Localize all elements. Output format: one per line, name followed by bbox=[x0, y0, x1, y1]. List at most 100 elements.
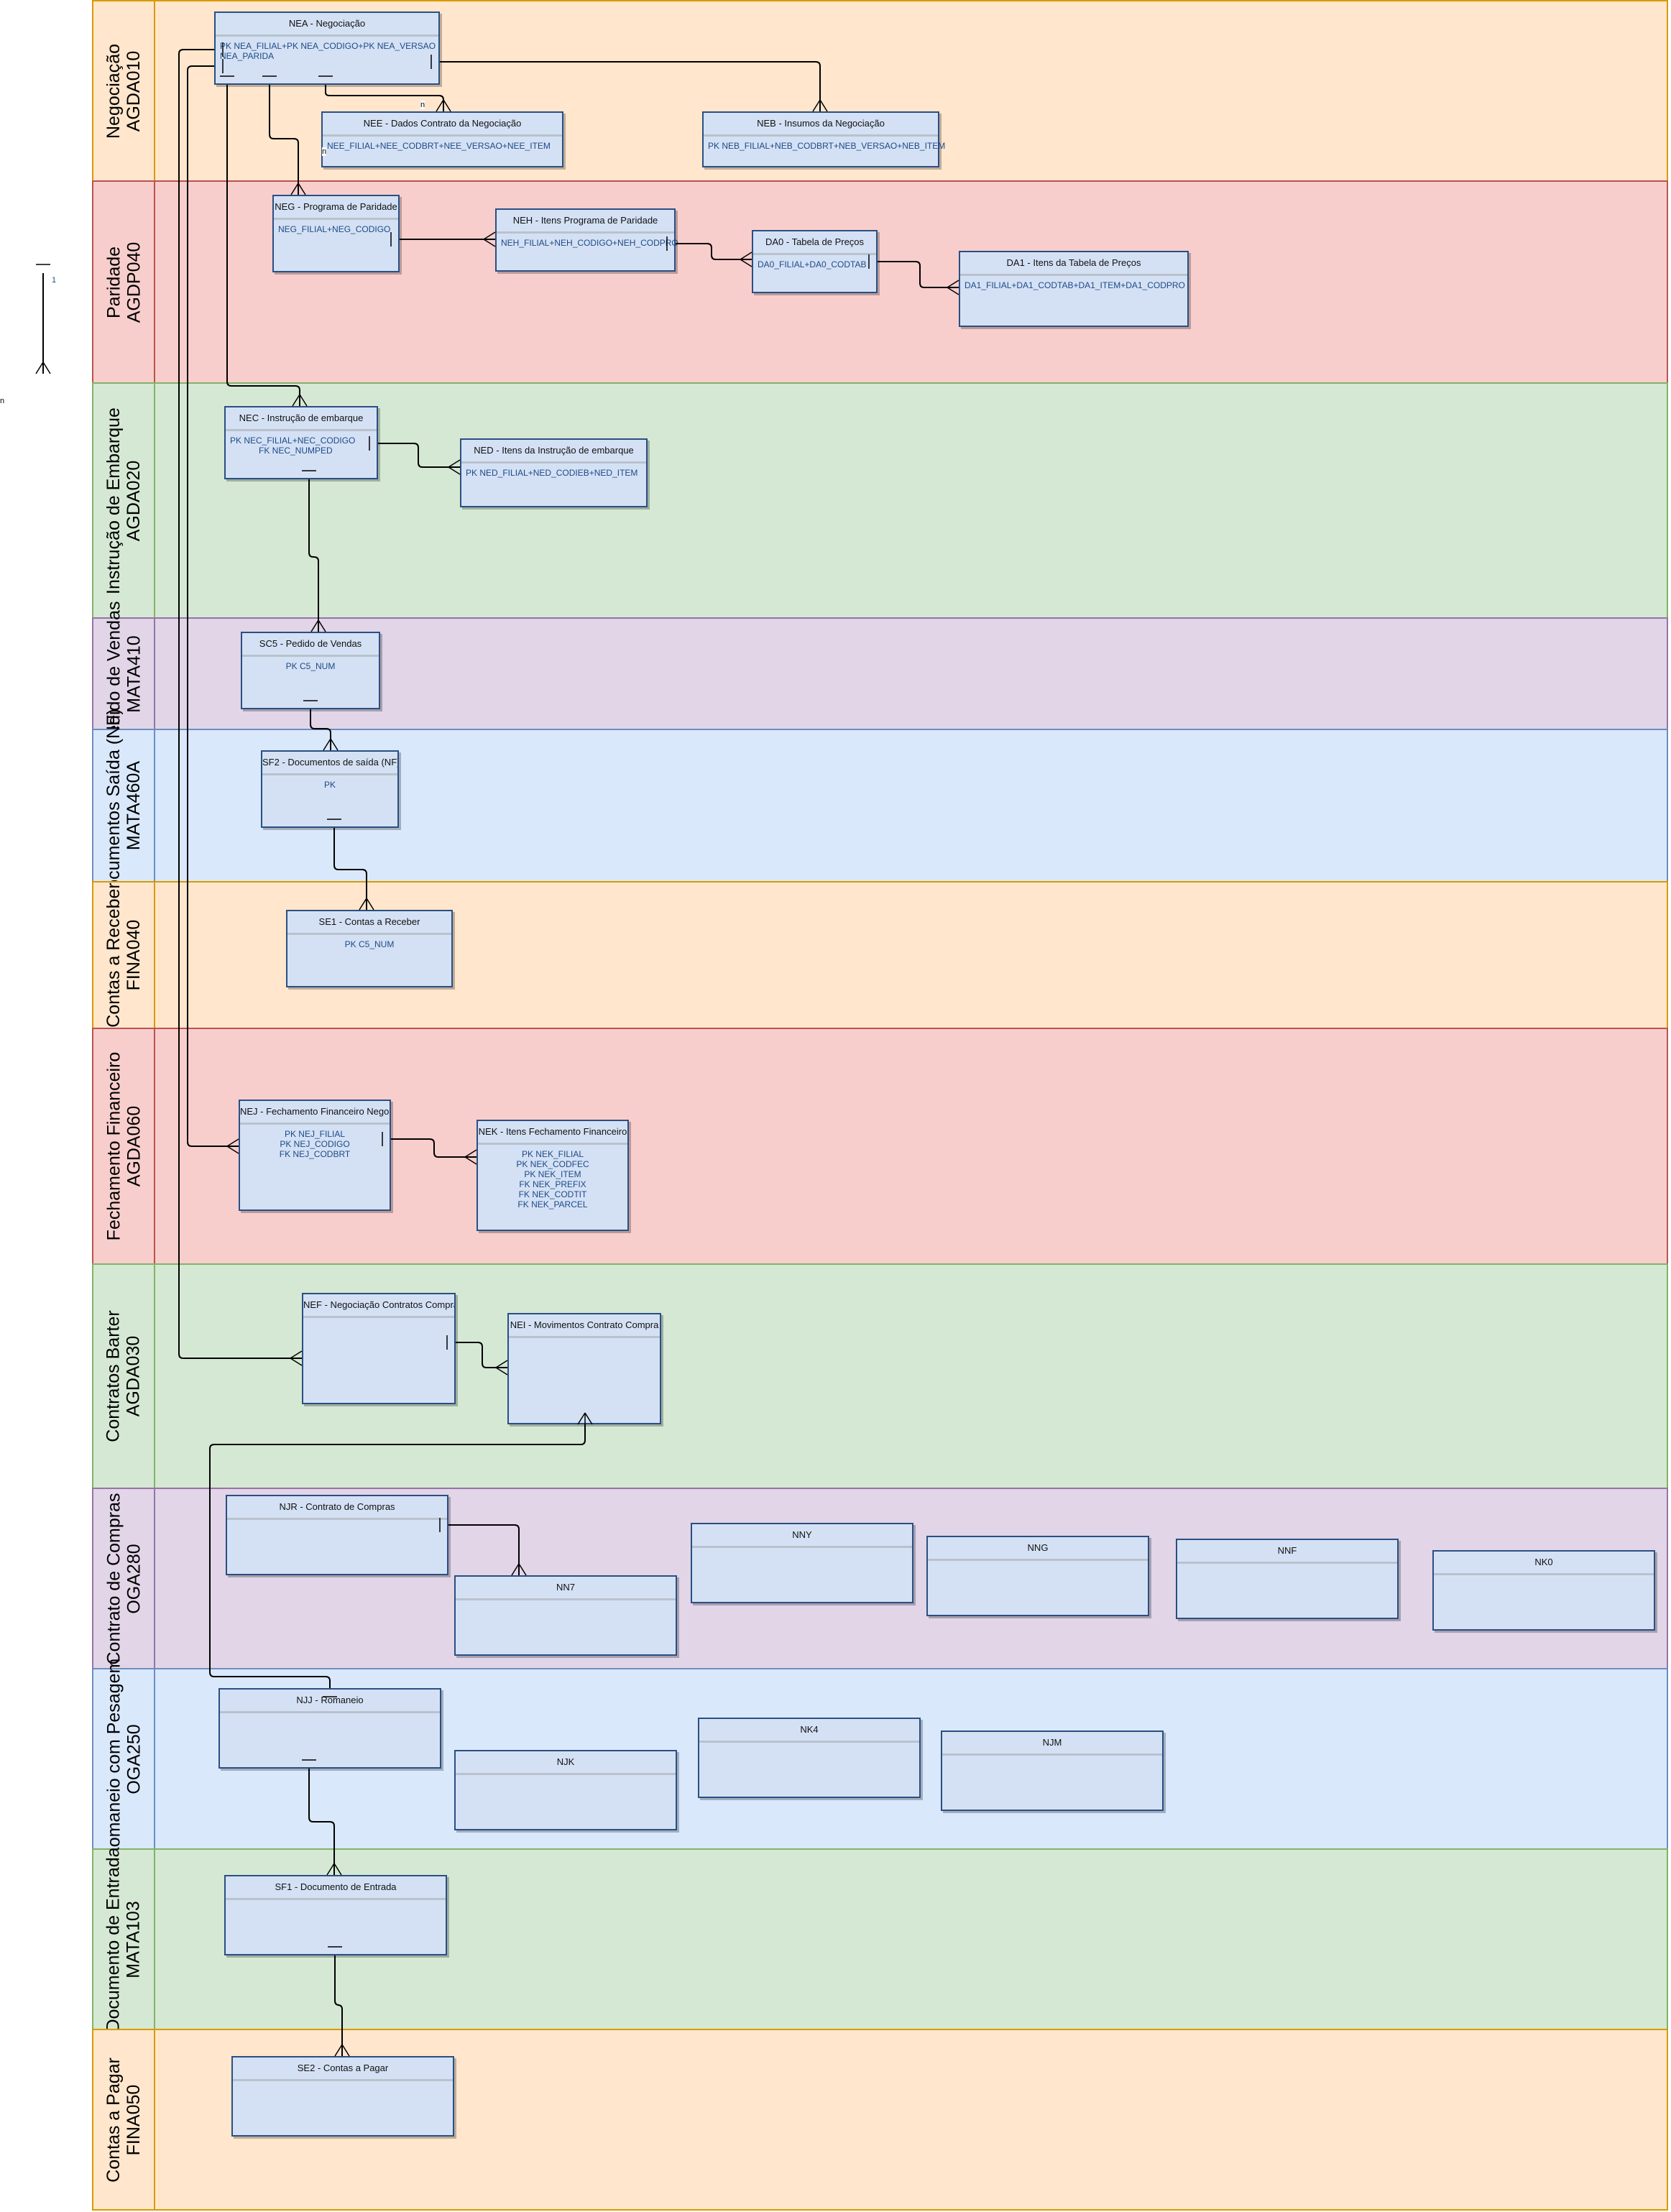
entity-title: NJM bbox=[942, 1732, 1162, 1756]
entity-nn7[interactable]: NN7 bbox=[454, 1575, 677, 1656]
entity-fields: DA1_FILIAL+DA1_CODTAB+DA1_ITEM+DA1_CODPR… bbox=[960, 276, 1187, 295]
entity-title: NJJ - Romaneio bbox=[220, 1690, 440, 1713]
entity-nei[interactable]: NEI - Movimentos Contrato Compra bbox=[507, 1313, 661, 1424]
entity-title: NNF bbox=[1177, 1540, 1397, 1564]
entity-njm[interactable]: NJM bbox=[941, 1731, 1164, 1811]
entity-field: PK NEJ_FILIAL bbox=[284, 1129, 346, 1139]
entity-field: PK NEC_FILIAL+NEC_CODIGO bbox=[230, 436, 356, 446]
entity-fields: PK C5_NUM bbox=[242, 657, 379, 676]
swimlane-name: Contas a Receber bbox=[103, 883, 124, 1028]
entity-fields bbox=[928, 1561, 1148, 1570]
entity-fields bbox=[509, 1338, 660, 1347]
entity-nea[interactable]: NEA - Negociação PK NEA_FILIAL+PK NEA_COD… bbox=[214, 11, 440, 85]
swimlane-name: Paridade bbox=[103, 246, 124, 318]
entity-title: NJK bbox=[456, 1751, 676, 1775]
entity-field: FK NEK_CODTIT bbox=[518, 1189, 587, 1199]
entity-fields bbox=[456, 1600, 676, 1609]
entity-nny[interactable]: NNY bbox=[691, 1523, 913, 1603]
entity-field: PK C5_NUM bbox=[285, 661, 336, 671]
entity-title: SE2 - Contas a Pagar bbox=[233, 2057, 453, 2081]
entity-nef[interactable]: NEF - Negociação Contratos Compra bbox=[302, 1293, 456, 1404]
entity-fields: NEG_FILIAL+NEG_CODIGO bbox=[274, 220, 398, 239]
swimlane-code: FINA050 bbox=[124, 2084, 144, 2155]
swimlane-label: Documentos Saída (NF)MATA460A bbox=[103, 709, 144, 903]
swimlane-code: OGA280 bbox=[124, 1543, 144, 1614]
entity-field: PK NED_FILIAL+NED_CODIEB+NED_ITEM bbox=[466, 468, 638, 478]
entity-title: SE1 - Contas a Receber bbox=[287, 911, 451, 935]
entity-njk[interactable]: NJK bbox=[454, 1750, 677, 1830]
entity-field: NEH_FILIAL+NEH_CODIGO+NEH_CODPRO bbox=[501, 238, 678, 248]
swimlane-name: Contratos Barter bbox=[103, 1310, 124, 1442]
entity-title: NEC - Instrução de embarque bbox=[226, 407, 377, 431]
entity-title: NEK - Itens Fechamento Financeiro bbox=[478, 1121, 627, 1145]
entity-fields bbox=[942, 1756, 1162, 1764]
swimlane-name: Contas a Pagar bbox=[103, 2057, 124, 2183]
entity-fields: DA0_FILIAL+DA0_CODTAB bbox=[753, 255, 876, 274]
entity-nk4[interactable]: NK4 bbox=[698, 1718, 921, 1798]
swimlane-code: FINA040 bbox=[124, 919, 144, 991]
entity-nnf[interactable]: NNF bbox=[1176, 1539, 1399, 1619]
entity-field: DA1_FILIAL+DA1_CODTAB+DA1_ITEM+DA1_CODPR… bbox=[965, 280, 1185, 290]
swimlane-code: MATA460A bbox=[124, 760, 144, 851]
swimlane-name: Contrato de Compras bbox=[103, 1492, 124, 1665]
entity-fields bbox=[456, 1775, 676, 1784]
entity-njr[interactable]: NJR - Contrato de Compras bbox=[226, 1495, 448, 1575]
entity-fields: NEH_FILIAL+NEH_CODIGO+NEH_CODPRO bbox=[497, 234, 678, 252]
entity-sf1[interactable]: SF1 - Documento de Entrada bbox=[224, 1875, 447, 1955]
swimlane-name: Instrução de Embarque bbox=[103, 407, 124, 594]
entity-field: FK NEK_PREFIX bbox=[519, 1179, 586, 1189]
entity-nk0[interactable]: NK0 bbox=[1432, 1550, 1655, 1631]
entity-field: NEA_PARIDA bbox=[220, 51, 275, 61]
entity-fields: PK NED_FILIAL+NED_CODIEB+NED_ITEM bbox=[461, 464, 646, 482]
entity-sf2[interactable]: SF2 - Documentos de saída (NF)PK bbox=[261, 750, 399, 828]
entity-nec[interactable]: NEC - Instrução de embarque PK NEC_FILIAL… bbox=[224, 406, 378, 479]
entity-field: PK NEA_FILIAL+PK NEA_CODIGO+PK NEA_VERSA… bbox=[220, 41, 436, 51]
entity-title: DA0 - Tabela de Preços bbox=[753, 231, 876, 255]
legend-one-label: 1 bbox=[52, 276, 57, 285]
entity-title: SF1 - Documento de Entrada bbox=[226, 1876, 446, 1900]
entity-title: NEA - Negociação bbox=[216, 13, 438, 37]
entity-field: PK NEJ_CODIGO bbox=[280, 1139, 350, 1149]
entity-title: NEF - Negociação Contratos Compra bbox=[303, 1294, 454, 1318]
entity-title: NNY bbox=[692, 1524, 912, 1548]
entity-fields bbox=[692, 1548, 912, 1557]
entity-title: NK0 bbox=[1434, 1552, 1654, 1575]
entity-fields: PK C5_NUM bbox=[287, 935, 451, 954]
entity-fields: PK NEB_FILIAL+NEB_CODBRT+NEB_VERSAO+NEB_… bbox=[704, 137, 945, 155]
nee-many-label: n bbox=[420, 101, 425, 109]
swimlane-code: AGDA020 bbox=[124, 460, 144, 541]
entity-njj[interactable]: NJJ - Romaneio bbox=[218, 1688, 441, 1769]
swimlane-name: Negociação bbox=[103, 43, 124, 139]
legend-many-label: n bbox=[0, 397, 5, 405]
entity-se2[interactable]: SE2 - Contas a Pagar bbox=[231, 2056, 454, 2137]
swimlane-code: OGA250 bbox=[124, 1723, 144, 1794]
entity-nng[interactable]: NNG bbox=[926, 1536, 1149, 1616]
